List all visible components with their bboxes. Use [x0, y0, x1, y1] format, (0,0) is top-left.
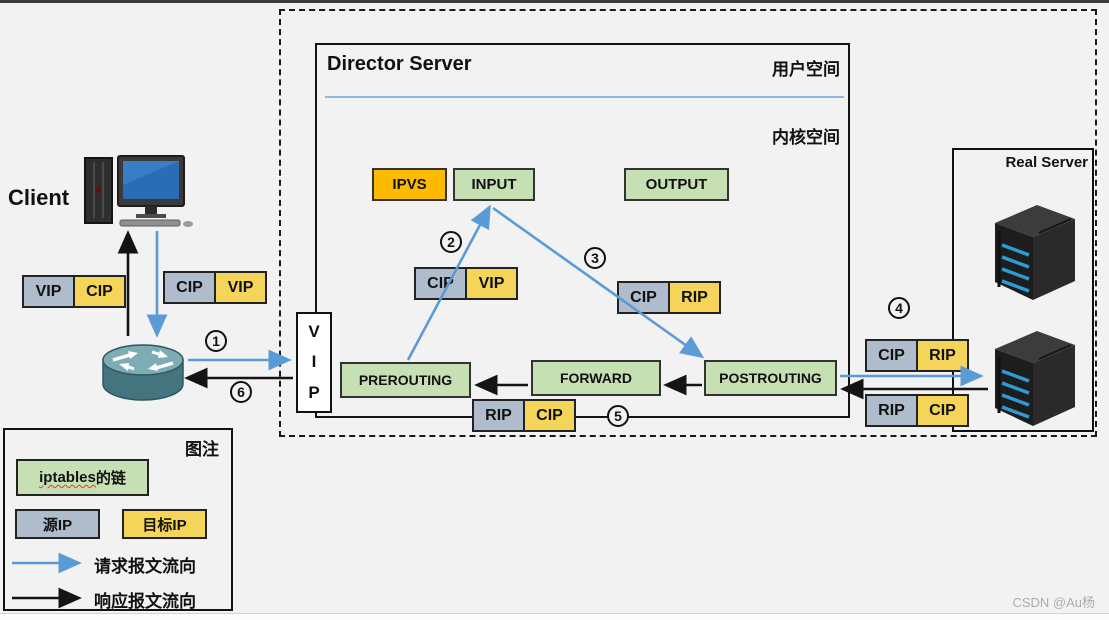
legend-title: 图注	[185, 440, 219, 459]
vip-letter: P	[308, 382, 320, 402]
vip-letter: V	[308, 321, 320, 341]
vip-interface-box: V I P	[296, 312, 332, 413]
packet-vip-cip-client: VIP CIP	[22, 275, 126, 308]
step-2-badge: 2	[440, 231, 462, 253]
packet-dest-ip: CIP	[73, 277, 124, 306]
packet-source-ip: CIP	[416, 269, 465, 298]
legend-dest-ip: 目标IP	[122, 509, 207, 539]
watermark: CSDN @Au杨	[1012, 595, 1095, 610]
packet-dest-ip: RIP	[668, 283, 719, 312]
legend-iptables-word: iptables	[39, 469, 96, 486]
step-3-badge: 3	[584, 247, 606, 269]
director-host-dashed-boundary	[279, 9, 1097, 437]
input-chain-box: INPUT	[453, 168, 535, 201]
packet-source-ip: CIP	[619, 283, 668, 312]
packet-dest-ip: VIP	[214, 273, 265, 302]
packet-dest-ip: CIP	[916, 396, 967, 425]
prerouting-chain-box: PREROUTING	[340, 362, 471, 398]
bottom-border-bar	[0, 613, 1109, 620]
real-server-box: Real Server	[952, 148, 1094, 432]
packet-dest-ip: RIP	[916, 341, 967, 370]
director-server-title: Director Server	[327, 53, 472, 75]
server-icon	[995, 205, 1075, 300]
kernel-space-label: 内核空间	[772, 128, 840, 147]
postrouting-chain-box: POSTROUTING	[704, 360, 837, 396]
user-space-label: 用户空间	[772, 60, 840, 79]
packet-cip-rip-realserver: CIP RIP	[865, 339, 969, 372]
router-icon	[102, 344, 184, 401]
client-computer-icon	[84, 155, 193, 227]
packet-rip-cip-realserver: RIP CIP	[865, 394, 969, 427]
output-chain-box: OUTPUT	[624, 168, 729, 201]
step-6-badge: 6	[230, 381, 252, 403]
legend-chain-word: 的链	[95, 470, 126, 487]
legend-response-flow-label: 响应报文流向	[94, 592, 196, 611]
director-server-box: Director Server 用户空间 内核空间	[315, 43, 850, 418]
legend-source-ip: 源IP	[15, 509, 100, 539]
server-icon	[995, 331, 1075, 426]
packet-dest-ip: CIP	[523, 401, 574, 430]
packet-source-ip: CIP	[867, 341, 916, 370]
step-5-badge: 5	[607, 405, 629, 427]
legend-request-flow-label: 请求报文流向	[94, 557, 196, 576]
vip-letter: I	[311, 352, 317, 372]
step-1-badge: 1	[205, 330, 227, 352]
packet-dest-ip: VIP	[465, 269, 516, 298]
packet-rip-cip-director-bottom: RIP CIP	[472, 399, 576, 432]
forward-chain-box: FORWARD	[531, 360, 661, 396]
space-divider-line	[325, 96, 844, 98]
ipvs-box: IPVS	[372, 168, 447, 201]
packet-source-ip: RIP	[474, 401, 523, 430]
packet-source-ip: VIP	[24, 277, 73, 306]
real-server-title: Real Server	[1005, 154, 1088, 171]
top-border-bar	[0, 0, 1109, 3]
packet-cip-vip-client: CIP VIP	[163, 271, 267, 304]
packet-source-ip: CIP	[165, 273, 214, 302]
packet-source-ip: RIP	[867, 396, 916, 425]
packet-cip-vip-director: CIP VIP	[414, 267, 518, 300]
client-label: Client	[8, 185, 70, 210]
packet-cip-rip-director: CIP RIP	[617, 281, 721, 314]
step-4-badge: 4	[888, 297, 910, 319]
